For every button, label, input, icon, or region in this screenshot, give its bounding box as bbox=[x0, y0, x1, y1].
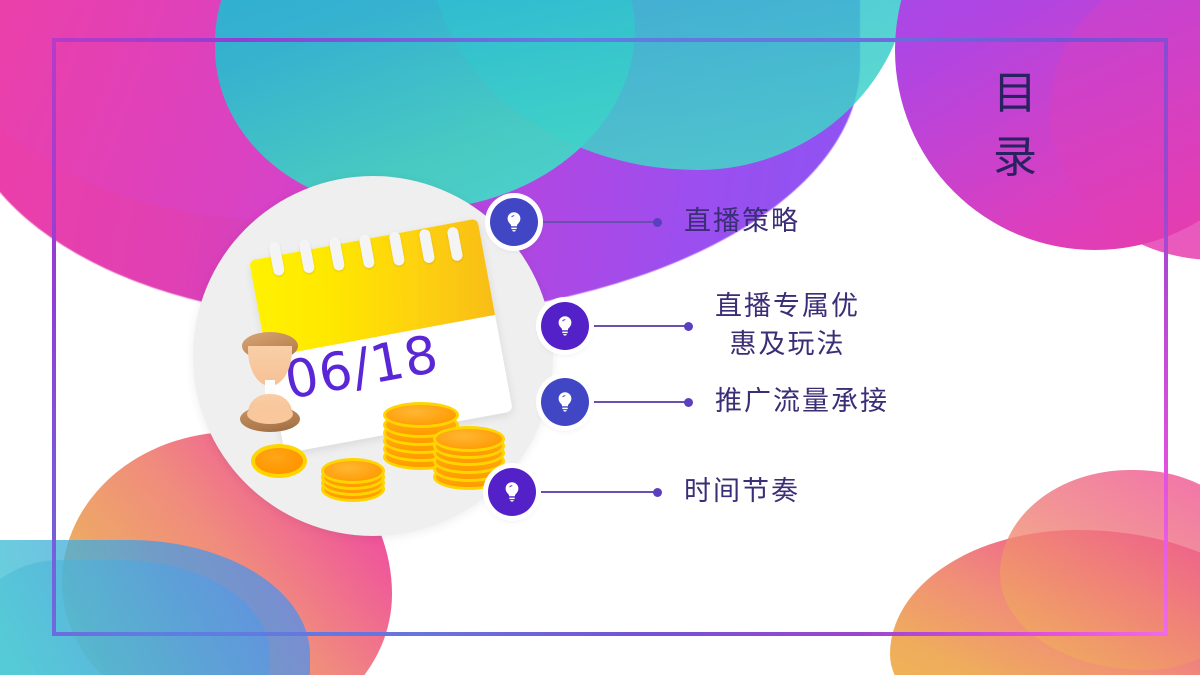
connector-dot bbox=[653, 487, 662, 497]
coin bbox=[251, 444, 307, 478]
lightbulb-icon[interactable] bbox=[541, 302, 589, 350]
connector-line bbox=[589, 325, 685, 327]
menu-item-3[interactable]: 推广流量承接 bbox=[541, 378, 889, 426]
connector-line bbox=[538, 221, 654, 223]
hourglass-icon bbox=[239, 332, 301, 432]
lightbulb-icon[interactable] bbox=[488, 468, 536, 516]
page-title-char-2: 录 bbox=[993, 132, 1039, 183]
menu-item-3-label: 推广流量承接 bbox=[715, 383, 889, 421]
coin bbox=[383, 402, 459, 428]
connector-line bbox=[536, 491, 654, 493]
menu-item-4-label: 时间节奏 bbox=[684, 473, 800, 511]
menu-item-1[interactable]: 直播策略 bbox=[490, 198, 800, 246]
connector-dot bbox=[684, 397, 693, 407]
hourglass-bottom-sand bbox=[247, 404, 293, 424]
background-blob-bottom-right bbox=[890, 530, 1200, 675]
background-blob-top-right-inner bbox=[1050, 0, 1200, 260]
coin-stack bbox=[321, 458, 385, 502]
background-blob-bottom-right-inner bbox=[1000, 470, 1200, 670]
hourglass-neck bbox=[265, 380, 275, 396]
connector-dot bbox=[653, 217, 662, 227]
menu-item-2-line-1: 直播专属优 bbox=[715, 291, 860, 322]
menu-item-4[interactable]: 时间节奏 bbox=[488, 468, 800, 516]
lightbulb-icon[interactable] bbox=[490, 198, 538, 246]
calendar-coins-hourglass-illustration: 06/18 bbox=[193, 176, 553, 536]
coin bbox=[321, 458, 385, 484]
menu-item-3-line-1: 推广流量承接 bbox=[715, 386, 889, 417]
menu-item-2[interactable]: 直播专属优 惠及玩法 bbox=[541, 288, 860, 364]
connector-line bbox=[589, 401, 685, 403]
background-blob-bottom-left-cool bbox=[0, 540, 310, 675]
background-blob-bottom-left-cool-inner bbox=[0, 560, 270, 675]
connector-dot bbox=[684, 321, 693, 331]
lightbulb-icon[interactable] bbox=[541, 378, 589, 426]
menu-item-4-line-1: 时间节奏 bbox=[684, 476, 800, 507]
menu-item-1-line-1: 直播策略 bbox=[684, 206, 800, 237]
menu-item-2-line-2: 惠及玩法 bbox=[729, 329, 846, 360]
menu-item-2-label: 直播专属优 惠及玩法 bbox=[715, 288, 860, 364]
coin bbox=[433, 426, 505, 452]
menu-item-1-label: 直播策略 bbox=[684, 203, 800, 241]
background-blob-teal-upper bbox=[430, 0, 910, 170]
page-title: 目 录 bbox=[974, 62, 1058, 190]
page-title-char-1: 目 bbox=[993, 68, 1039, 119]
